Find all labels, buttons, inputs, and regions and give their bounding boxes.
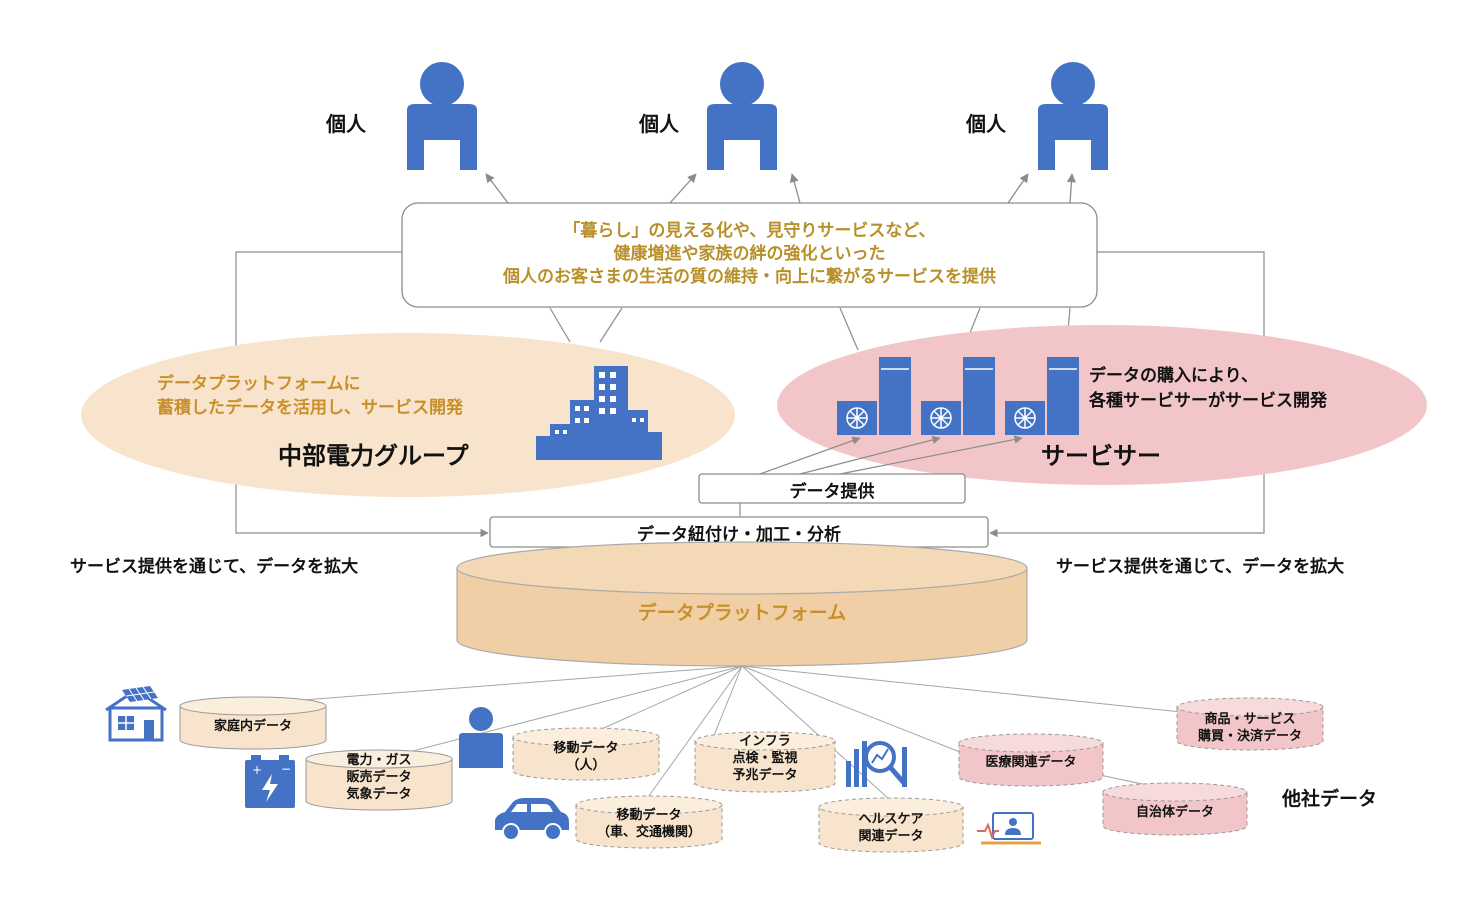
cylinder-health <box>818 797 964 853</box>
source-health-label: ヘルスケア 関連データ <box>818 811 964 845</box>
source-move-person-label: 移動データ （人） <box>512 740 660 774</box>
service-message-line: 個人のお客さまの生活の質の維持・向上に繋がるサービスを提供 <box>503 267 996 287</box>
infra-analysis-icon <box>846 741 907 787</box>
person-label: 個人 <box>639 112 679 136</box>
source-infra-line: 点検・監視 <box>732 751 798 766</box>
source-commerce-line: 商品・サービス <box>1204 712 1296 727</box>
other-company-label: 他社データ <box>1282 788 1378 810</box>
platform-label: データプラットフォーム <box>637 602 847 624</box>
cylinder-move-person <box>512 727 660 781</box>
source-infra-line: インフラ <box>739 734 791 749</box>
source-power-label: 電力・ガス 販売データ 気象データ <box>305 752 453 803</box>
person-icon <box>407 62 477 170</box>
car-icon <box>495 798 569 841</box>
source-move-car-line: （車、交通機関） <box>596 825 701 840</box>
source-infra-line: 予兆データ <box>732 768 798 783</box>
battery-icon: + − <box>245 755 295 808</box>
person-icon <box>707 62 777 170</box>
svg-text:−: − <box>281 762 291 776</box>
data-provide-box <box>698 473 966 504</box>
source-power-line: 気象データ <box>346 787 412 802</box>
people-arrows <box>485 173 1076 204</box>
cylinder-medical <box>958 733 1104 787</box>
platform-cylinder <box>456 541 1028 667</box>
servicer-description-line: 各種サービサーがサービス開発 <box>1089 391 1327 411</box>
cylinder-power <box>305 749 453 811</box>
chubu-description-line: データプラットフォームに <box>157 374 361 394</box>
source-power-line: 販売データ <box>346 770 412 785</box>
buildings-icon <box>536 366 662 460</box>
source-move-car-label: 移動データ （車、交通機関） <box>575 807 723 841</box>
person-label: 個人 <box>966 112 1006 136</box>
chubu-description: データプラットフォームに 蓄積したデータを活用し、サービス開発 <box>157 372 463 420</box>
cylinder-municipal <box>1102 782 1248 836</box>
service-message-line: 健康増進や家族の絆の強化といった <box>613 244 886 264</box>
source-health-line: 関連データ <box>858 829 924 844</box>
svg-text:+: + <box>252 763 262 777</box>
source-health-line: ヘルスケア <box>858 812 924 827</box>
source-infra-label: インフラ 点検・監視 予兆データ <box>694 733 836 784</box>
chubu-group-name: 中部電力グループ <box>278 442 469 470</box>
cylinder-infra <box>694 731 836 793</box>
cylinder-home <box>179 696 327 750</box>
person-label: 個人 <box>326 112 366 136</box>
servicer-name: サービサー <box>1041 442 1161 470</box>
cylinder-move-car <box>575 795 723 849</box>
left-expand-text: サービス提供を通じて、データを拡大 <box>70 557 359 577</box>
right-expand-text: サービス提供を通じて、データを拡大 <box>1056 557 1345 577</box>
ellipse-connectors <box>549 307 1071 351</box>
chubu-description-line: 蓄積したデータを活用し、サービス開発 <box>157 398 463 418</box>
source-power-line: 電力・ガス <box>346 753 412 768</box>
servicer-ellipse <box>777 325 1427 485</box>
person-small-icon <box>459 707 503 768</box>
provide-arrows <box>739 435 1023 516</box>
source-commerce-label: 商品・サービス 購買・決済データ <box>1176 711 1324 745</box>
source-move-person-line: 移動データ <box>553 741 619 756</box>
cylinder-commerce <box>1176 697 1324 751</box>
source-move-car-line: 移動データ <box>616 808 682 823</box>
healthcare-monitor-icon <box>977 812 1041 845</box>
source-home-label: 家庭内データ <box>213 719 292 734</box>
source-municipal-label: 自治体データ <box>1135 805 1214 820</box>
person-icon <box>1038 62 1108 170</box>
solar-house-icon <box>105 686 167 742</box>
servicer-description-line: データの購入により、 <box>1089 366 1258 386</box>
data-provide-label: データ提供 <box>789 482 875 502</box>
data-link-label: データ紐付け・加工・分析 <box>637 525 841 545</box>
service-message: 「暮らし」の見える化や、見守りサービスなど、 健康増進や家族の絆の強化といった … <box>402 220 1097 289</box>
source-medical-label: 医療関連データ <box>985 755 1077 770</box>
source-move-person-line: （人） <box>566 758 606 773</box>
servicer-description: データの購入により、 各種サービサーがサービス開発 <box>1089 364 1327 414</box>
servicer-servers-icon <box>837 357 1079 435</box>
service-message-box <box>401 202 1098 308</box>
service-message-line: 「暮らし」の見える化や、見守りサービスなど、 <box>563 221 936 241</box>
source-commerce-line: 購買・決済データ <box>1197 729 1302 744</box>
